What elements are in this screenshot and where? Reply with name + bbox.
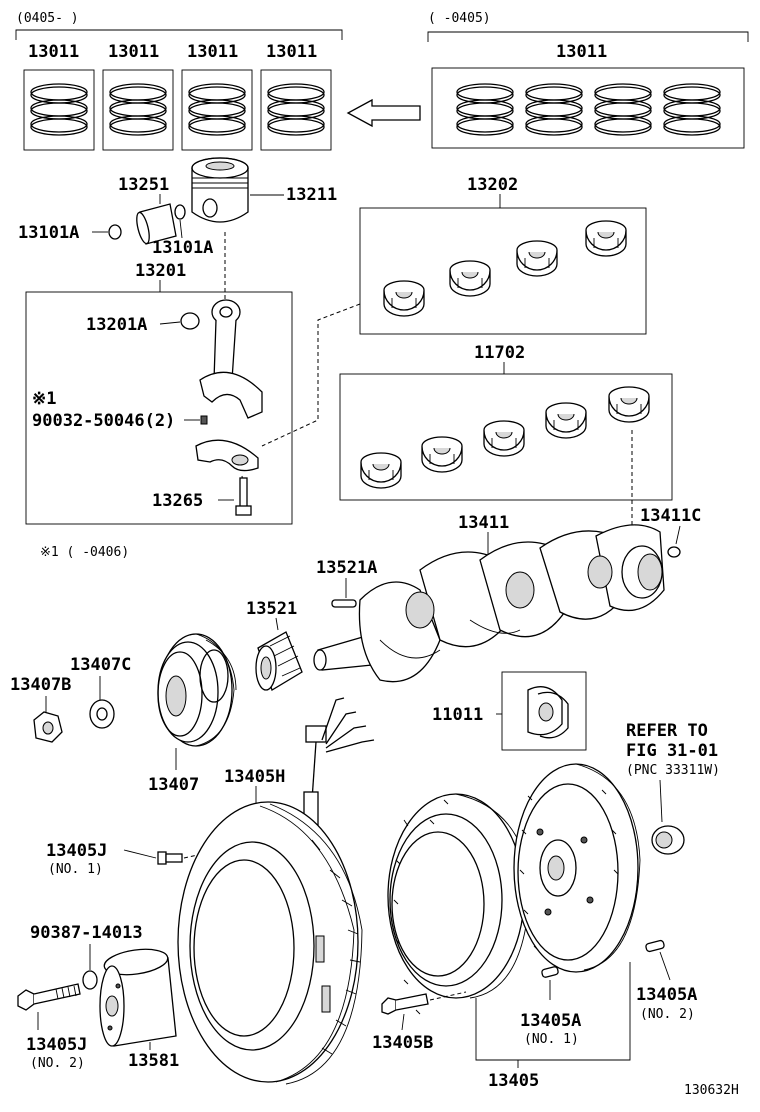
- label-13405j-1: 13405J: [46, 841, 107, 861]
- label-13011-4: 13011: [266, 42, 317, 62]
- label-13265: 13265: [152, 491, 203, 511]
- pin-a1-icon: [541, 966, 559, 978]
- connecting-rod-icon: [199, 299, 263, 419]
- pilot-bearing-icon: [651, 825, 685, 855]
- pulley-nut-icon: [33, 711, 63, 743]
- label-13211: 13211: [286, 185, 337, 205]
- replacement-arrow-icon: [346, 98, 421, 128]
- label-13521: 13521: [246, 599, 297, 619]
- conrod-cap-icon: [195, 439, 259, 472]
- label-13407b: 13407B: [10, 675, 71, 695]
- label-13251: 13251: [118, 175, 169, 195]
- label-13407: 13407: [148, 775, 199, 795]
- label-11011: 11011: [432, 705, 483, 725]
- label-13411: 13411: [458, 513, 509, 533]
- refer-to-line2: FIG 31-01: [626, 741, 718, 761]
- crank-pulley-icon: [157, 633, 237, 747]
- conrod-bearing-icons: [383, 220, 627, 317]
- crank-bearing-icons: [360, 386, 650, 489]
- label-13011-3: 13011: [187, 42, 238, 62]
- label-13101a-left: 13101A: [18, 223, 79, 243]
- bearing-leader-line: [261, 303, 361, 447]
- conrod-assy-box: [25, 291, 293, 525]
- right-range-label: ( -0405): [428, 11, 491, 26]
- label-13011-2: 13011: [108, 42, 159, 62]
- label-13405j-2-note: (NO. 2): [30, 1056, 85, 1071]
- bolt-j1-icon: [157, 851, 183, 865]
- label-13405a-2-note: (NO. 2): [640, 1007, 695, 1022]
- label-13405a-2: 13405A: [636, 985, 697, 1005]
- pulley-washer-icon: [89, 699, 115, 729]
- label-13405h: 13405H: [224, 767, 285, 787]
- flywheel-ring-gear-icon: [387, 793, 531, 1015]
- left-range-bracket: [15, 29, 343, 40]
- thrust-washer-box: [501, 671, 587, 751]
- right-range-bracket: [427, 31, 749, 42]
- ring-set-group-new: [23, 69, 332, 151]
- piston-icon: [191, 157, 249, 223]
- snap-ring-right-icon: [174, 204, 186, 220]
- oil-filter-icon: [99, 948, 177, 1047]
- crank-bearing-box: [339, 373, 673, 501]
- footnote-range: ※1 ( -0406): [40, 545, 129, 560]
- left-range-label: (0405- ): [16, 11, 79, 26]
- label-13405a-1-note: (NO. 1): [524, 1032, 579, 1047]
- piston-pin-icon: [136, 203, 177, 245]
- snap-ring-left-icon: [108, 224, 122, 240]
- conrod-nut-icon: [200, 415, 208, 425]
- label-90032-50046: 90032-50046(2): [32, 411, 175, 431]
- pin-a2-icon: [645, 939, 665, 953]
- label-13411c: 13411C: [640, 506, 701, 526]
- flywheel-sensor-ring-icon: [177, 801, 363, 1085]
- label-13202: 13202: [467, 175, 518, 195]
- label-13201: 13201: [135, 261, 186, 281]
- refer-to-line3: (PNC 33311W): [626, 763, 720, 778]
- bolt-j2-icon: [17, 983, 81, 1011]
- label-13581: 13581: [128, 1051, 179, 1071]
- label-13405j-2: 13405J: [26, 1035, 87, 1055]
- label-13405a-1: 13405A: [520, 1011, 581, 1031]
- crank-plug-icon: [667, 546, 681, 558]
- label-13011-old: 13011: [556, 42, 607, 62]
- label-13407c: 13407C: [70, 655, 131, 675]
- label-13405: 13405: [488, 1071, 539, 1091]
- footnote-mark-1: ※1: [32, 389, 56, 409]
- filter-washer-icon: [82, 970, 98, 990]
- label-13101a-right: 13101A: [152, 238, 213, 258]
- crankshaft-icon: [313, 524, 665, 683]
- label-13521a: 13521A: [316, 558, 377, 578]
- refer-to-line1: REFER TO: [626, 721, 708, 741]
- crank-gear-icon: [255, 631, 303, 691]
- conrod-bushing-icon: [180, 312, 200, 330]
- thrust-washer-icon: [527, 686, 569, 739]
- flywheel-assy-bracket: [475, 962, 631, 1061]
- crank-key-icon: [331, 599, 357, 608]
- diagram-id: 130632H: [684, 1083, 739, 1098]
- conrod-bearing-box: [359, 207, 647, 335]
- flywheel-disc-icon: [513, 763, 641, 973]
- bolt-b-icon: [381, 993, 429, 1015]
- label-13011-1: 13011: [28, 42, 79, 62]
- label-13201a: 13201A: [86, 315, 147, 335]
- conrod-bolt-icon: [235, 477, 252, 516]
- ring-set-group-old: [431, 67, 745, 149]
- label-90387-14013: 90387-14013: [30, 923, 143, 943]
- label-13405j-1-note: (NO. 1): [48, 862, 103, 877]
- label-11702: 11702: [474, 343, 525, 363]
- label-13405b: 13405B: [372, 1033, 433, 1053]
